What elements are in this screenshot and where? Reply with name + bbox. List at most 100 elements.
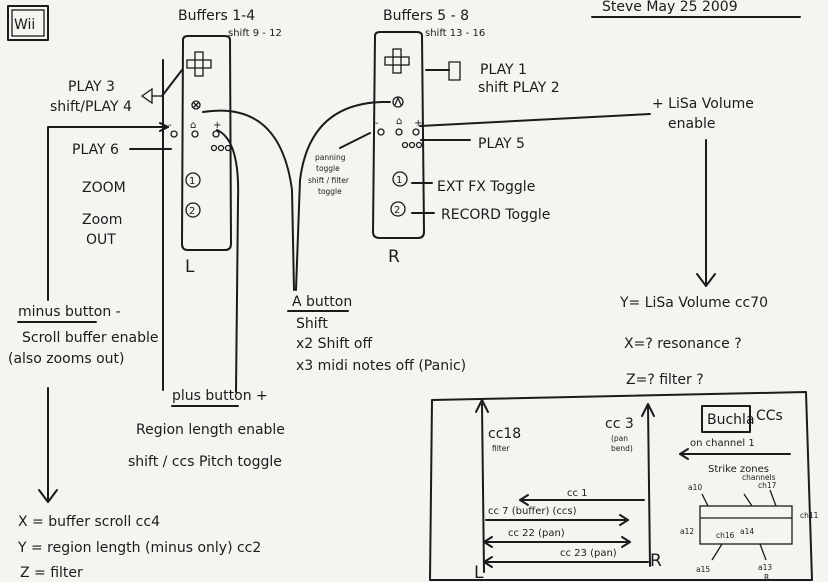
right-button-1-icon [392, 171, 408, 187]
buchla-channel-label: on channel 1 [690, 438, 755, 449]
left-connector-lines [47, 59, 295, 393]
play6-label: PLAY 6 [72, 142, 119, 158]
right-remote-subtitle: shift 13 - 16 [425, 28, 485, 39]
right-button-2-label: 2 [394, 205, 400, 216]
panning-annotation: panning toggle shift / filter toggle [308, 153, 350, 196]
cc23-label: cc 23 (pan) [560, 548, 617, 559]
shift-play4-label: shift/PLAY 4 [50, 99, 132, 115]
play5-label: PLAY 5 [478, 136, 525, 152]
date-header: Steve May 25 2009 [591, 0, 801, 18]
left-speaker-holes [210, 144, 232, 152]
right-home-button-icon: ⌂ [396, 116, 402, 127]
right-minus-button-icon: - [375, 118, 379, 129]
buchla-name: Buchla [707, 412, 755, 428]
cc1-label: cc 1 [567, 488, 588, 499]
buchla-ch16: ch16 [716, 531, 735, 540]
cc3-sub-label-1: (pan [611, 434, 628, 443]
right-speaker-holes [401, 141, 423, 149]
panning-line-2: toggle [316, 164, 340, 173]
minus-button-line2: (also zooms out) [8, 351, 125, 367]
buchla-a14: a14 [740, 527, 754, 536]
lisa-enable-label: enable [668, 116, 715, 132]
lisa-x-mapping: X=? resonance ? [624, 336, 742, 352]
buchla-ch11: ch11 [800, 511, 819, 520]
left-button-1-label: 1 [189, 176, 195, 187]
cc22-label: cc 22 (pan) [508, 528, 565, 539]
a-button-line1: Shift [296, 316, 328, 332]
buchla-ccs-label: CCs [756, 408, 783, 424]
cc18-label: cc18 [488, 426, 521, 442]
date-text: Steve May 25 2009 [602, 0, 738, 15]
plus-button-line2: shift / ccs Pitch toggle [128, 454, 282, 470]
channels-label: channels [742, 473, 776, 482]
a-button-line3: x3 midi notes off (Panic) [296, 358, 466, 374]
xyz-y-mapping: Y = region length (minus only) cc2 [17, 540, 261, 556]
right-wiimote: - ⌂ + 1 2 [372, 31, 425, 239]
cc-diagram: cc18 filter cc 3 (pan bend) cc 1 cc 7 (b… [429, 391, 813, 582]
plus-button-line1: Region length enable [136, 422, 285, 438]
strike-zones-label: Strike zones [708, 464, 769, 475]
buchla-ch17: ch17 [758, 481, 777, 490]
left-home-button-icon: ⌂ [190, 120, 196, 131]
lisa-arrow [696, 139, 716, 287]
cc3-sub-label-2: bend) [611, 444, 633, 453]
left-dpad-icon [186, 51, 212, 77]
right-remote-title: Buffers 5 - 8 [383, 8, 469, 24]
cc18-sub-label: filter [492, 444, 510, 453]
left-remote-subtitle: shift 9 - 12 [228, 28, 282, 39]
wii-logo-box: Wii [7, 5, 49, 41]
right-connector-lines [295, 100, 651, 291]
buchla-a10: a10 [688, 483, 702, 492]
xyz-x-mapping: X = buffer scroll cc4 [18, 514, 160, 530]
panning-line-4: toggle [318, 187, 342, 196]
left-a-button-icon [191, 100, 201, 110]
left-button-1-icon [185, 172, 201, 188]
minus-button-line1: Scroll buffer enable [22, 330, 159, 346]
strike-pad-icon [699, 505, 793, 545]
cc-diagram-r-label: R [650, 551, 662, 571]
xyz-z-mapping: Z = filter [20, 565, 83, 581]
plus-button-heading: plus button + [172, 388, 268, 404]
shift-play2-label: shift PLAY 2 [478, 80, 560, 96]
right-remote-letter: R [388, 247, 400, 267]
a-button-heading: A button [292, 294, 352, 310]
zoom-out-label-2: OUT [86, 232, 116, 248]
play3-label: PLAY 3 [68, 79, 115, 95]
buchla-section: Buchla CCs on channel 1 Strike zones cha… [679, 405, 819, 582]
ext-fx-label: EXT FX Toggle [437, 179, 535, 195]
zoom-label: ZOOM [82, 180, 126, 196]
right-button-1-label: 1 [396, 175, 402, 186]
left-button-2-label: 2 [189, 206, 195, 217]
left-remote-letter: L [185, 257, 195, 277]
cc7-label: cc 7 (buffer) (ccs) [488, 506, 577, 517]
play1-marker-icon [448, 61, 461, 81]
lisa-volume-label: + LiSa Volume [652, 96, 754, 112]
a-button-line2: x2 Shift off [296, 336, 372, 352]
left-minus-button-icon: - [168, 120, 172, 131]
buchla-a13: a13 [758, 563, 772, 572]
panning-line-3: shift / filter [308, 176, 350, 185]
minus-down-arrow [38, 387, 58, 503]
lisa-z-mapping: Z=? filter ? [626, 372, 704, 388]
minus-button-heading: minus button - [18, 304, 121, 320]
lisa-y-mapping: Y= LiSa Volume cc70 [619, 295, 768, 311]
wii-label: Wii [14, 17, 35, 33]
left-plus-button-icon: + [213, 120, 221, 131]
right-dpad-icon [384, 48, 410, 74]
buchla-a12: a12 [680, 527, 694, 536]
buchla-r: R [764, 573, 769, 582]
cc3-label: cc 3 [605, 416, 634, 432]
left-button-2-icon [185, 202, 201, 218]
right-button-2-icon [390, 201, 406, 217]
zoom-out-label-1: Zoom [82, 212, 122, 228]
right-a-button-icon [392, 96, 404, 108]
buchla-a15: a15 [696, 565, 710, 574]
left-wiimote: - ⌂ + 1 2 [168, 35, 232, 251]
cc-diagram-l-label: L [474, 563, 484, 582]
record-label: RECORD Toggle [441, 207, 550, 223]
panning-line-1: panning [315, 153, 346, 162]
right-plus-button-icon: + [414, 118, 422, 129]
play1-label: PLAY 1 [480, 62, 527, 78]
left-remote-title: Buffers 1-4 [178, 8, 255, 24]
